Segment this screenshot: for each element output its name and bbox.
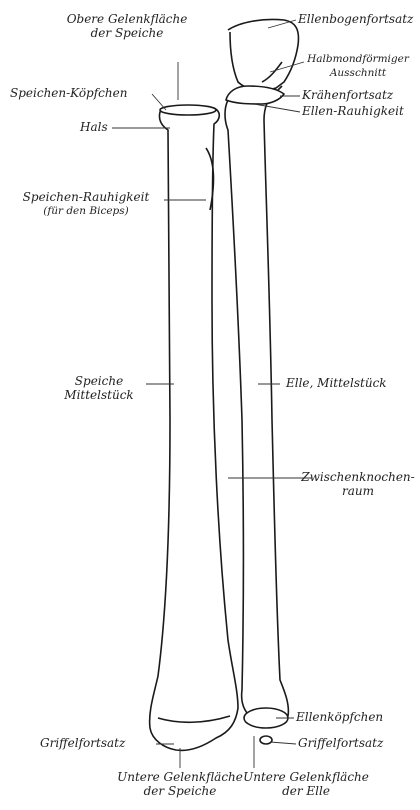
- label-untere-gelenkflaeche-elle: Untere Gelenkfläche der Elle: [236, 770, 376, 798]
- label-ellenbogenfortsatz: Ellenbogenfortsatz: [298, 12, 413, 26]
- label-ellen-rauhigkeit: Ellen-Rauhigkeit: [302, 104, 404, 118]
- label-halbmondfoermiger-ausschnitt: Halbmondförmiger Ausschnitt: [300, 52, 416, 80]
- label-untere-gelenkflaeche-speiche: Untere Gelenkfläche der Speiche: [110, 770, 250, 798]
- ulna-styloid: [260, 736, 272, 744]
- label-speichen-rauhigkeit: Speichen-Rauhigkeit (für den Biceps): [4, 190, 168, 218]
- label-zwischenknochenraum: Zwischenknochen- raum: [300, 470, 416, 498]
- ulna-bone: [225, 19, 298, 724]
- leader-griffel-elle: [270, 742, 296, 744]
- label-elle-mittelstueck: Elle, Mittelstück: [286, 376, 387, 390]
- label-speiche-mittelstueck: Speiche Mittelstück: [54, 374, 144, 402]
- label-hals: Hals: [80, 120, 108, 134]
- label-obere-gelenkflaeche-speiche: Obere Gelenkfläche der Speiche: [42, 12, 212, 40]
- radial-head-surface: [160, 105, 216, 115]
- label-kraehenfortsatz: Krähenfortsatz: [302, 88, 393, 102]
- label-griffelfortsatz-elle: Griffelfortsatz: [298, 736, 383, 750]
- leader-speichen-koepfchen: [152, 94, 166, 110]
- label-ellenkoepfchen: Ellenköpfchen: [296, 710, 383, 724]
- label-speichen-koepfchen: Speichen-Köpfchen: [10, 86, 127, 100]
- label-griffelfortsatz-speiche: Griffelfortsatz: [40, 736, 125, 750]
